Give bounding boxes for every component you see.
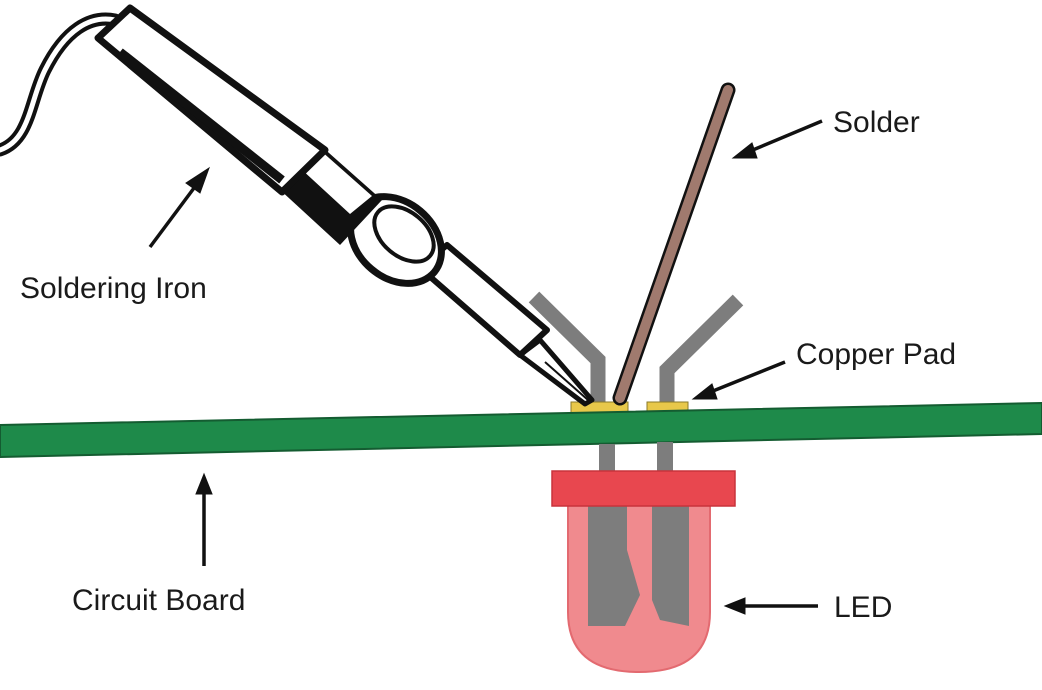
label-circuit-board: Circuit Board: [72, 584, 246, 617]
iron-grip-highlight: [300, 150, 372, 214]
soldering-iron: [0, 4, 595, 407]
label-solder: Solder: [833, 106, 920, 139]
iron-cable-highlight: [0, 16, 118, 153]
led-lead-right-top: [659, 294, 744, 408]
led-rim: [551, 470, 736, 507]
label-copper-pad: Copper Pad: [796, 338, 957, 371]
label-led: LED: [834, 591, 893, 624]
circuit-board: [0, 401, 1042, 459]
iron-handle-shade: [117, 48, 285, 184]
arrow-copper-pad: [707, 360, 786, 395]
arrow-soldering-iron: [148, 178, 202, 249]
led-anvil: [588, 505, 640, 626]
led-lead-left-bottom: [599, 444, 615, 474]
iron-handle: [94, 4, 329, 196]
iron-guard-inner: [372, 204, 436, 264]
led-lead-left-top: [528, 291, 606, 408]
solder-wire: [612, 82, 736, 406]
led-post: [652, 505, 689, 626]
iron-tip-line: [544, 361, 589, 401]
led-leads-top: [528, 291, 744, 408]
led: [551, 470, 736, 674]
led-lead-right-bottom: [657, 442, 673, 474]
arrows: [148, 119, 823, 615]
arrow-solder: [747, 119, 823, 154]
label-soldering-iron: Soldering Iron: [20, 272, 207, 305]
